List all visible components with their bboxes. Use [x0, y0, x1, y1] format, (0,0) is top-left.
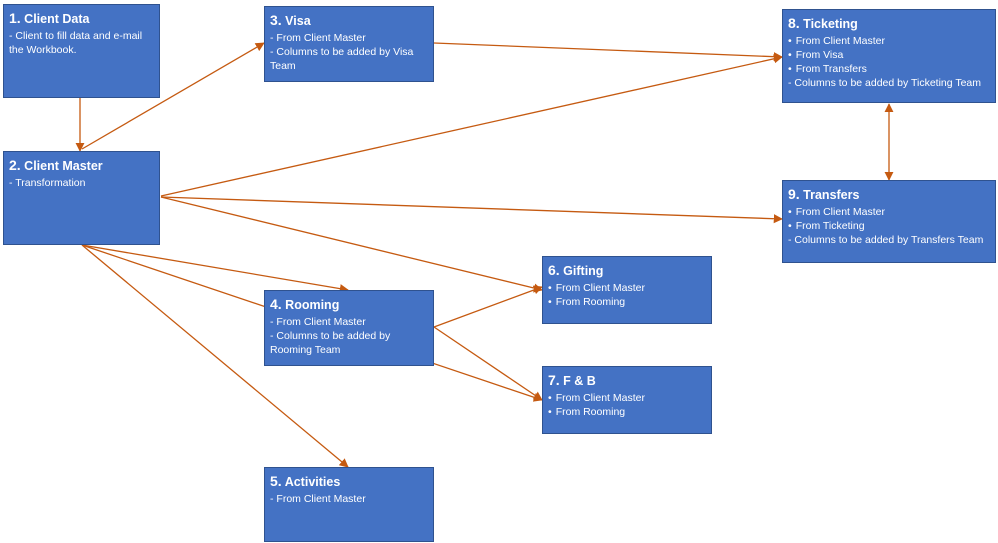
- node-transfers[interactable]: 9. Transfers From Client Master From Tic…: [782, 180, 996, 263]
- node-ticketing[interactable]: 8. Ticketing From Client Master From Vis…: [782, 9, 996, 103]
- node-detail: Client to fill data and e-mail the Workb…: [9, 29, 154, 57]
- node-title: Visa: [285, 14, 311, 28]
- node-detail: From Client Master: [548, 281, 706, 295]
- node-detail: Columns to be added by Visa Team: [270, 45, 428, 73]
- node-number: 1.: [9, 10, 21, 26]
- node-title: Client Data: [24, 12, 90, 26]
- connector-rooming-to-gifting: [433, 285, 543, 328]
- node-number: 8.: [788, 15, 800, 31]
- node-title: Activities: [284, 475, 341, 489]
- node-number: 4.: [270, 296, 282, 312]
- node-client-data[interactable]: 1. Client Data Client to fill data and e…: [3, 4, 160, 98]
- node-detail: From Client Master: [270, 492, 428, 506]
- node-number: 2.: [9, 157, 21, 173]
- node-detail: From Ticketing: [788, 219, 990, 233]
- node-client-master[interactable]: 2. Client Master Transformation: [3, 151, 160, 245]
- connector-visa-to-ticketing: [433, 42, 783, 62]
- node-detail: Transformation: [9, 176, 154, 190]
- node-detail: From Rooming: [548, 295, 706, 309]
- node-gifting[interactable]: 6. Gifting From Client Master From Roomi…: [542, 256, 712, 324]
- node-number: 5.: [270, 473, 282, 489]
- node-number: 3.: [270, 12, 282, 28]
- node-title: Client Master: [24, 159, 103, 173]
- node-detail: Columns to be added by Transfers Team: [788, 233, 990, 247]
- connector-client-master-to-gifting: [160, 196, 543, 293]
- node-fnb[interactable]: 7. F & B From Client Master From Rooming: [542, 366, 712, 434]
- connector-client-master-to-activities: [81, 244, 349, 468]
- node-detail: Columns to be added by Ticketing Team: [788, 76, 990, 90]
- node-number: 6.: [548, 262, 560, 278]
- connector-client-master-to-rooming: [81, 244, 349, 294]
- connector-rooming-to-fnb: [433, 326, 543, 401]
- node-visa[interactable]: 3. Visa From Client Master Columns to be…: [264, 6, 434, 82]
- node-title: F & B: [563, 374, 596, 388]
- node-activities[interactable]: 5. Activities From Client Master: [264, 467, 434, 542]
- node-detail: From Client Master: [788, 205, 990, 219]
- node-title: Gifting: [563, 264, 604, 278]
- node-number: 9.: [788, 186, 800, 202]
- node-detail: From Rooming: [548, 405, 706, 419]
- connector-client-master-to-transfers: [160, 196, 783, 224]
- connector-client-master-to-visa: [81, 42, 265, 150]
- node-detail: From Client Master: [548, 391, 706, 405]
- connector-client-master-to-ticketing: [160, 54, 783, 197]
- node-detail: From Visa: [788, 48, 990, 62]
- node-detail: From Transfers: [788, 62, 990, 76]
- node-title: Rooming: [285, 298, 340, 312]
- node-rooming[interactable]: 4. Rooming From Client Master Columns to…: [264, 290, 434, 366]
- node-detail: From Client Master: [270, 31, 428, 45]
- node-detail: From Client Master: [270, 315, 428, 329]
- node-detail: Columns to be added by Rooming Team: [270, 329, 428, 357]
- node-detail: From Client Master: [788, 34, 990, 48]
- node-number: 7.: [548, 372, 560, 388]
- node-title: Ticketing: [803, 17, 858, 31]
- node-title: Transfers: [803, 188, 860, 202]
